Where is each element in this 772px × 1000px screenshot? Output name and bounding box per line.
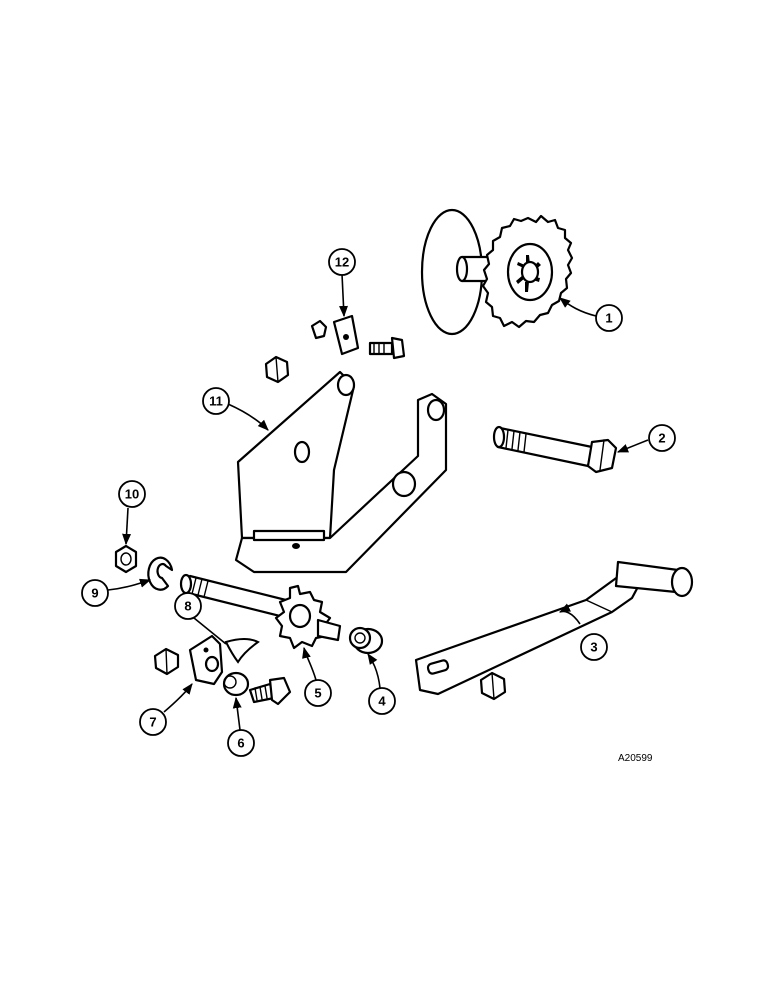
callout-6-label: 6 <box>237 736 244 751</box>
spring-clip <box>224 638 260 664</box>
drum-sprocket-assembly <box>420 208 574 336</box>
callout-3: 3 <box>580 633 608 661</box>
pinion-shaft <box>179 573 342 650</box>
bushing <box>348 626 384 655</box>
callout-2: 2 <box>648 424 676 452</box>
nut-top <box>264 355 290 384</box>
callout-1-label: 1 <box>605 311 612 326</box>
callout-10: 10 <box>118 480 146 508</box>
callout-9: 9 <box>81 579 109 607</box>
callout-4: 4 <box>368 687 396 715</box>
nut-handle <box>479 671 507 701</box>
nut-small <box>114 544 138 574</box>
callout-12: 12 <box>328 248 356 276</box>
callout-9-label: 9 <box>91 586 98 601</box>
callout-2-label: 2 <box>658 431 665 446</box>
callout-4-label: 4 <box>378 694 386 709</box>
callout-11: 11 <box>202 387 230 415</box>
pawl <box>188 634 224 686</box>
bracket <box>234 370 448 574</box>
long-bolt <box>492 425 618 474</box>
callout-11-label: 11 <box>209 394 223 409</box>
callout-10-label: 10 <box>125 487 139 502</box>
callout-8-label: 8 <box>184 599 191 614</box>
callout-7-label: 7 <box>149 715 156 730</box>
callout-3-label: 3 <box>590 640 597 655</box>
nut-pawl <box>153 647 180 676</box>
callout-6: 6 <box>227 729 255 757</box>
callout-8: 8 <box>174 592 202 620</box>
crank-handle <box>414 560 694 696</box>
callout-1: 1 <box>595 304 623 332</box>
callout-5: 5 <box>304 679 332 707</box>
retaining-ring <box>147 556 174 591</box>
reference-code: A20599 <box>618 753 653 764</box>
callout-5-label: 5 <box>314 686 321 701</box>
leader-lines <box>107 273 649 731</box>
spacer-bolt <box>222 671 292 706</box>
pawl-clip-assembly <box>310 314 406 360</box>
callout-7: 7 <box>139 708 167 736</box>
callout-12-label: 12 <box>335 255 349 270</box>
